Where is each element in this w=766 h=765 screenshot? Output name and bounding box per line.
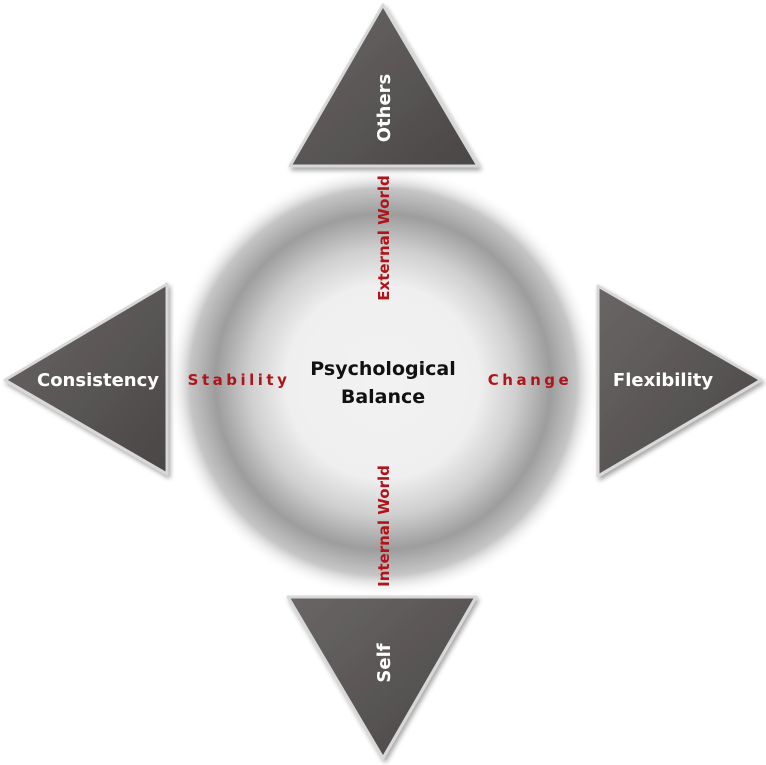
triangle-top: [288, 3, 480, 168]
triangle-bottom: [286, 595, 478, 760]
triangle-bottom-label: Self: [374, 643, 395, 682]
triangle-top-label: Others: [374, 74, 395, 143]
triangle-right-label: Flexibility: [613, 370, 713, 391]
center-title-line2: Balance: [341, 386, 425, 408]
triangle-right: [596, 284, 763, 478]
axis-label-top: External World: [375, 175, 393, 300]
axis-label-bottom: Internal World: [375, 465, 393, 587]
balance-halo: [168, 167, 598, 597]
triangle-left: [3, 282, 169, 476]
axis-label-right: Change: [488, 371, 572, 389]
axis-label-left: Stability: [188, 371, 291, 389]
center-title-line1: Psychological: [310, 358, 455, 380]
triangle-left-label: Consistency: [37, 370, 159, 391]
